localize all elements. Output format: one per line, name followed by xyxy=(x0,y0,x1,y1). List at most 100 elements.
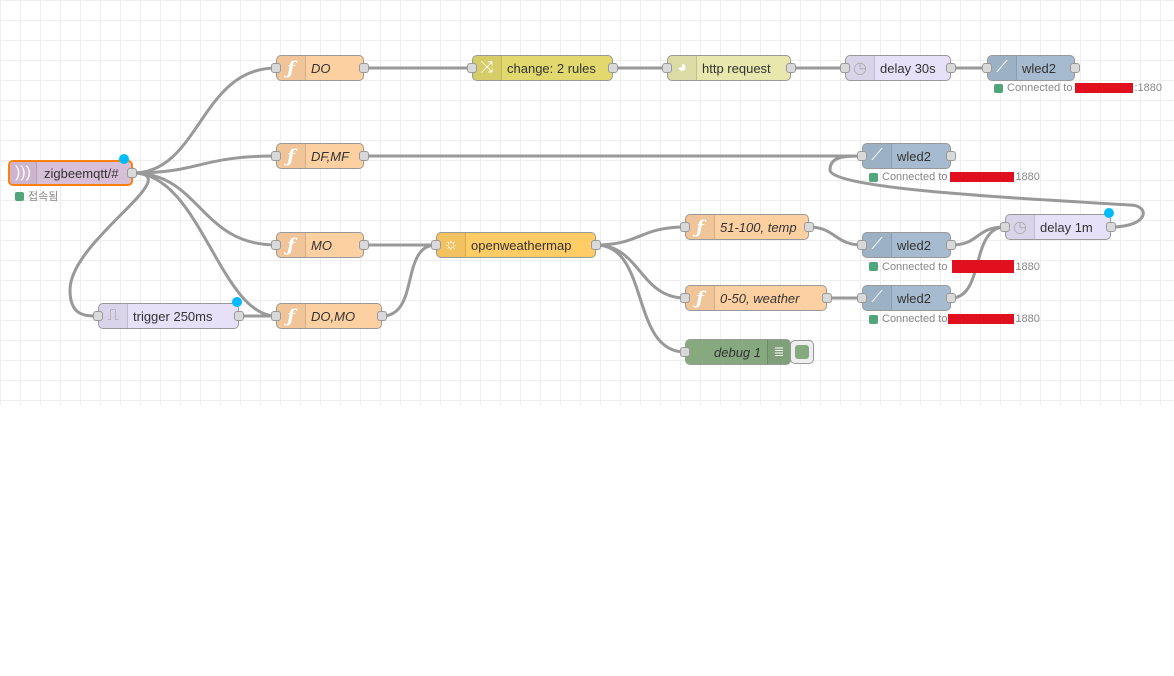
wled-icon: ⟋ xyxy=(988,56,1017,80)
input-port[interactable] xyxy=(840,63,850,73)
function-temp-label: 51-100, temp xyxy=(720,219,797,235)
input-port[interactable] xyxy=(680,293,690,303)
status-connected-icon xyxy=(869,314,878,324)
changed-indicator xyxy=(232,297,242,307)
function-node-dfmf[interactable]: ƒ DF,MF xyxy=(271,143,369,169)
input-port[interactable] xyxy=(857,293,867,303)
input-port[interactable] xyxy=(431,240,441,250)
change-node[interactable]: ⤨ change: 2 rules xyxy=(467,55,618,81)
wled-temp-status: Connected to 1880 xyxy=(869,260,1040,273)
timer-icon: ◷ xyxy=(1006,215,1035,239)
wled-dfmf-status-prefix: Connected to xyxy=(882,171,948,183)
input-port[interactable] xyxy=(271,151,281,161)
mqtt-in-label: zigbeemqtt/# xyxy=(44,165,119,181)
trigger-label: trigger 250ms xyxy=(133,308,213,324)
input-port[interactable] xyxy=(662,63,672,73)
wled-dfmf-label: wled2 xyxy=(897,148,931,164)
output-port[interactable] xyxy=(234,311,244,321)
function-icon: ƒ xyxy=(277,144,306,168)
function-node-weather[interactable]: ƒ 0-50, weather xyxy=(680,285,832,311)
mqtt-in-output-port[interactable] xyxy=(127,168,137,178)
function-node-do[interactable]: ƒ DO xyxy=(271,55,369,81)
wled-node-temp[interactable]: ⟋ wled2 xyxy=(857,232,956,258)
wire-owm-temp[interactable] xyxy=(595,225,686,247)
input-port[interactable] xyxy=(271,240,281,250)
wled-top-status: Connected to :1880 xyxy=(994,82,1162,94)
wled-weather-label: wled2 xyxy=(897,290,931,306)
list-icon: ≣ xyxy=(767,340,790,364)
function-domo-label: DO,MO xyxy=(311,308,356,324)
openweathermap-node[interactable]: ☼ openweathermap xyxy=(431,232,601,258)
wled-icon: ⟋ xyxy=(863,233,892,257)
input-port[interactable] xyxy=(1000,222,1010,232)
wire-mqtt-do[interactable] xyxy=(132,66,277,175)
output-port[interactable] xyxy=(804,222,814,232)
output-port[interactable] xyxy=(1070,63,1080,73)
input-port[interactable] xyxy=(271,311,281,321)
http-request-node[interactable]: ◕ http request xyxy=(662,55,796,81)
wire-domo-owm[interactable] xyxy=(381,243,437,318)
wled-dfmf-status-suffix: 1880 xyxy=(1015,171,1040,183)
wire-temp-wled[interactable] xyxy=(808,225,863,247)
input-port[interactable] xyxy=(857,151,867,161)
wire-delay1m-loop[interactable] xyxy=(828,154,1145,229)
output-port[interactable] xyxy=(786,63,796,73)
input-port[interactable] xyxy=(93,311,103,321)
delay-1m-node[interactable]: ◷ delay 1m xyxy=(1000,208,1116,240)
change-label: change: 2 rules xyxy=(507,60,596,76)
function-do-label: DO xyxy=(311,60,331,76)
input-port[interactable] xyxy=(857,240,867,250)
wire-mqtt-trigger[interactable] xyxy=(68,171,150,318)
wire-owm-debug[interactable] xyxy=(595,243,686,354)
debug-toggle-button[interactable] xyxy=(790,340,814,364)
wire-owm-weather[interactable] xyxy=(595,243,686,300)
wled-weather-status: Connected to 1880 xyxy=(869,313,1040,325)
output-port[interactable] xyxy=(946,293,956,303)
function-node-temp[interactable]: ƒ 51-100, temp xyxy=(680,214,814,240)
changed-indicator xyxy=(119,154,129,164)
function-weather-label: 0-50, weather xyxy=(720,290,800,306)
output-port[interactable] xyxy=(591,240,601,250)
wled-node-top[interactable]: ⟋ wled2 xyxy=(982,55,1080,81)
function-node-domo[interactable]: ƒ DO,MO xyxy=(271,303,387,329)
wled-node-dfmf[interactable]: ⟋ wled2 xyxy=(857,143,956,169)
output-port[interactable] xyxy=(359,151,369,161)
wled-icon: ⟋ xyxy=(863,286,892,310)
output-port[interactable] xyxy=(946,63,956,73)
mqtt-in-node[interactable]: ))) zigbeemqtt/# xyxy=(8,154,137,186)
output-port[interactable] xyxy=(946,151,956,161)
function-mo-label: MO xyxy=(311,237,332,253)
output-port[interactable] xyxy=(946,240,956,250)
output-port[interactable] xyxy=(1106,222,1116,232)
function-icon: ƒ xyxy=(277,56,306,80)
status-connected-icon xyxy=(15,191,24,201)
output-port[interactable] xyxy=(822,293,832,303)
input-port[interactable] xyxy=(271,63,281,73)
output-port[interactable] xyxy=(359,63,369,73)
delay-30s-node[interactable]: ◷ delay 30s xyxy=(840,55,956,81)
wled-node-weather[interactable]: ⟋ wled2 xyxy=(857,285,956,311)
trigger-node[interactable]: ⎍ trigger 250ms xyxy=(93,297,244,329)
flow-canvas[interactable]: ))) zigbeemqtt/# 접속됨 ƒ DO ƒ DF,MF ƒ MO ƒ… xyxy=(0,0,1174,405)
redaction-bar xyxy=(952,260,1015,273)
debug-label: debug 1 xyxy=(714,344,761,360)
input-port[interactable] xyxy=(680,347,690,357)
input-port[interactable] xyxy=(982,63,992,73)
wled-dfmf-status: Connected to 1880 xyxy=(869,171,1040,183)
output-port[interactable] xyxy=(608,63,618,73)
output-port[interactable] xyxy=(359,240,369,250)
input-port[interactable] xyxy=(467,63,477,73)
changed-indicator xyxy=(1104,208,1114,218)
redaction-bar xyxy=(948,314,1015,324)
debug-node[interactable]: debug 1 ≣ xyxy=(680,339,791,365)
function-icon: ƒ xyxy=(686,286,715,310)
wled-top-label: wled2 xyxy=(1022,60,1056,76)
timer-icon: ◷ xyxy=(846,56,875,80)
output-port[interactable] xyxy=(377,311,387,321)
input-port[interactable] xyxy=(680,222,690,232)
wire-mqtt-mo[interactable] xyxy=(132,171,277,247)
mqtt-in-status-text: 접속됨 xyxy=(28,191,59,203)
function-node-mo[interactable]: ƒ MO xyxy=(271,232,369,258)
wire-mqtt-domo[interactable] xyxy=(132,171,277,318)
wire-mqtt-dfmf[interactable] xyxy=(132,154,277,175)
